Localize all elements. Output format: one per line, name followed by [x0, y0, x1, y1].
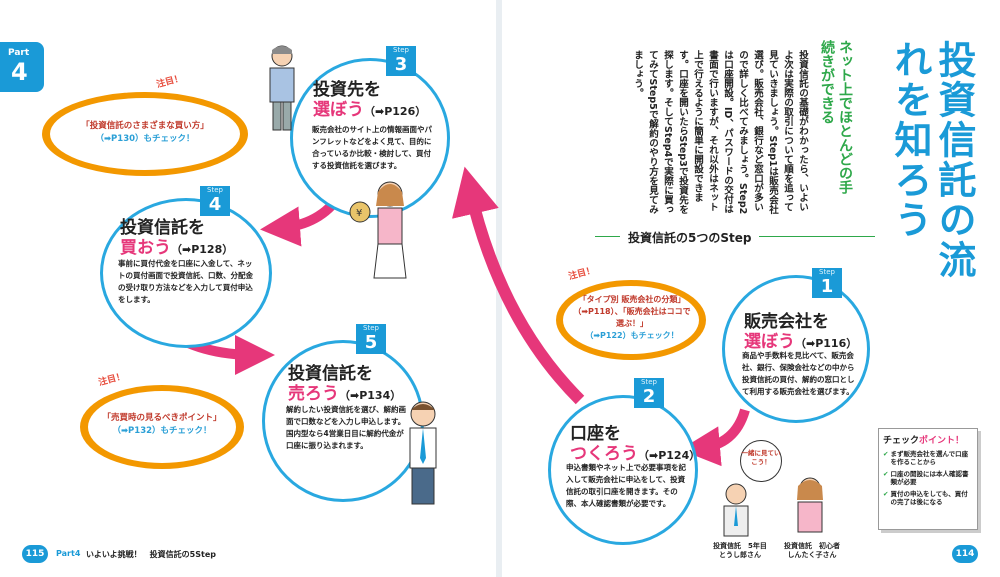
left-footer-chapter: Part4 — [56, 549, 81, 558]
shintakuko-illustration — [797, 477, 823, 533]
step1-circle — [722, 275, 870, 423]
speech-text: 一緒に見ていこう！ — [741, 449, 781, 466]
step3-body: 販売会社のサイト上の情報画面やパンフレットなどをよく見て、目的に合っているか比較… — [312, 125, 432, 170]
step1-body: 商品や手数料を見比べて、販売会社、銀行、保険会社などの中から投資信託の買付、解約… — [742, 351, 855, 396]
step3-title: 投資先を 選ぼう（➡P126） — [313, 80, 427, 120]
part-tab: Part 4 — [0, 42, 44, 92]
checkpoint-item-3: ✔買付の申込をしても、買付の完了は後になる — [883, 490, 968, 506]
callout-1-inner — [50, 98, 240, 170]
char1-caption: 投資信託 5年目とうし郎さん — [713, 542, 767, 559]
left-page-number: 115 — [22, 545, 48, 563]
man-step5-illustration — [409, 401, 437, 505]
checkpoint-box: チェックポイント！ ✔まず販売会社を選んで口座を作ることから ✔口座の開設には本… — [878, 428, 978, 530]
flow-heading: 投資信託の5つのStep — [620, 229, 760, 246]
callout-2-inner — [88, 391, 236, 463]
part-label: Part — [8, 48, 30, 58]
step4-circle — [100, 198, 272, 348]
intro-text: 投資信託の基礎がわかったら、いよいよ次は実際の取引について順を追って見ていきまし… — [632, 50, 808, 215]
left-footer-text: いよいよ挑戦！ 投資信託の5Step — [86, 550, 216, 559]
step3-circle — [290, 58, 450, 218]
svg-text:¥: ¥ — [356, 208, 362, 219]
step5-title: 投資信託を 売ろう（➡P134） — [288, 364, 402, 404]
callout-1-text: 「投資信託のさまざまな買い方」 （➡P130）もチェック！ — [81, 121, 209, 144]
check-icon: ✔ — [883, 470, 889, 478]
right-page-number: 114 — [952, 545, 978, 563]
arrow-1-to-2 — [680, 408, 750, 467]
char2-caption: 投資信託 初心者しんたく子さん — [784, 542, 840, 559]
step4-body: 事前に買付代金を口座に入金して、ネットの買付画面で投資信託、口数、分配金の受け取… — [118, 259, 253, 304]
check-icon: ✔ — [883, 450, 889, 458]
callout-2-text: 「売買時の見るべきポイント」 （➡P132）もチェック！ — [102, 413, 222, 436]
arrow-2-to-3 — [452, 166, 585, 405]
checkpoint-item-1: ✔まず販売会社を選んで口座を作ることから — [883, 450, 969, 466]
toushirou-illustration — [723, 483, 749, 537]
step2-circle — [548, 395, 698, 545]
callout-3-inner — [563, 286, 699, 354]
checkpoint-item-2: ✔口座の開設には本人確認書類が必要 — [883, 470, 969, 486]
step2-title: 口座を つくろう（➡P124） — [570, 424, 701, 464]
part-number: 4 — [11, 58, 28, 86]
step2-body: 申込書類やネット上で必要事項を記入して販売会社に申込をして、投資信託の取引口座を… — [566, 463, 686, 508]
check-icon: ✔ — [883, 490, 889, 498]
callout-3-text: 「タイプ別 販売会社の分類」（➡P118）、「販売会社はココで選ぶ！」 （➡P1… — [573, 295, 691, 340]
step4-title: 投資信託を 買おう（➡P128） — [120, 218, 234, 258]
page-title: 投資信託の流れを知ろう — [888, 40, 976, 280]
checkpoint-title: チェックポイント！ — [883, 436, 965, 446]
speech-bubble: 一緒に見ていこう！ — [740, 440, 782, 482]
woman-moneybag-illustration: ¥ — [349, 181, 407, 279]
page-subtitle: ネット上でほとんどの手続きができる — [819, 40, 853, 194]
step5-body: 解約したい投資信託を選び、解約画面で口数などを入力し申込します。国内型なら4営業… — [286, 405, 406, 450]
step1-title: 販売会社を 選ぼう（➡P116） — [744, 312, 858, 352]
businessman-illustration — [269, 45, 295, 131]
